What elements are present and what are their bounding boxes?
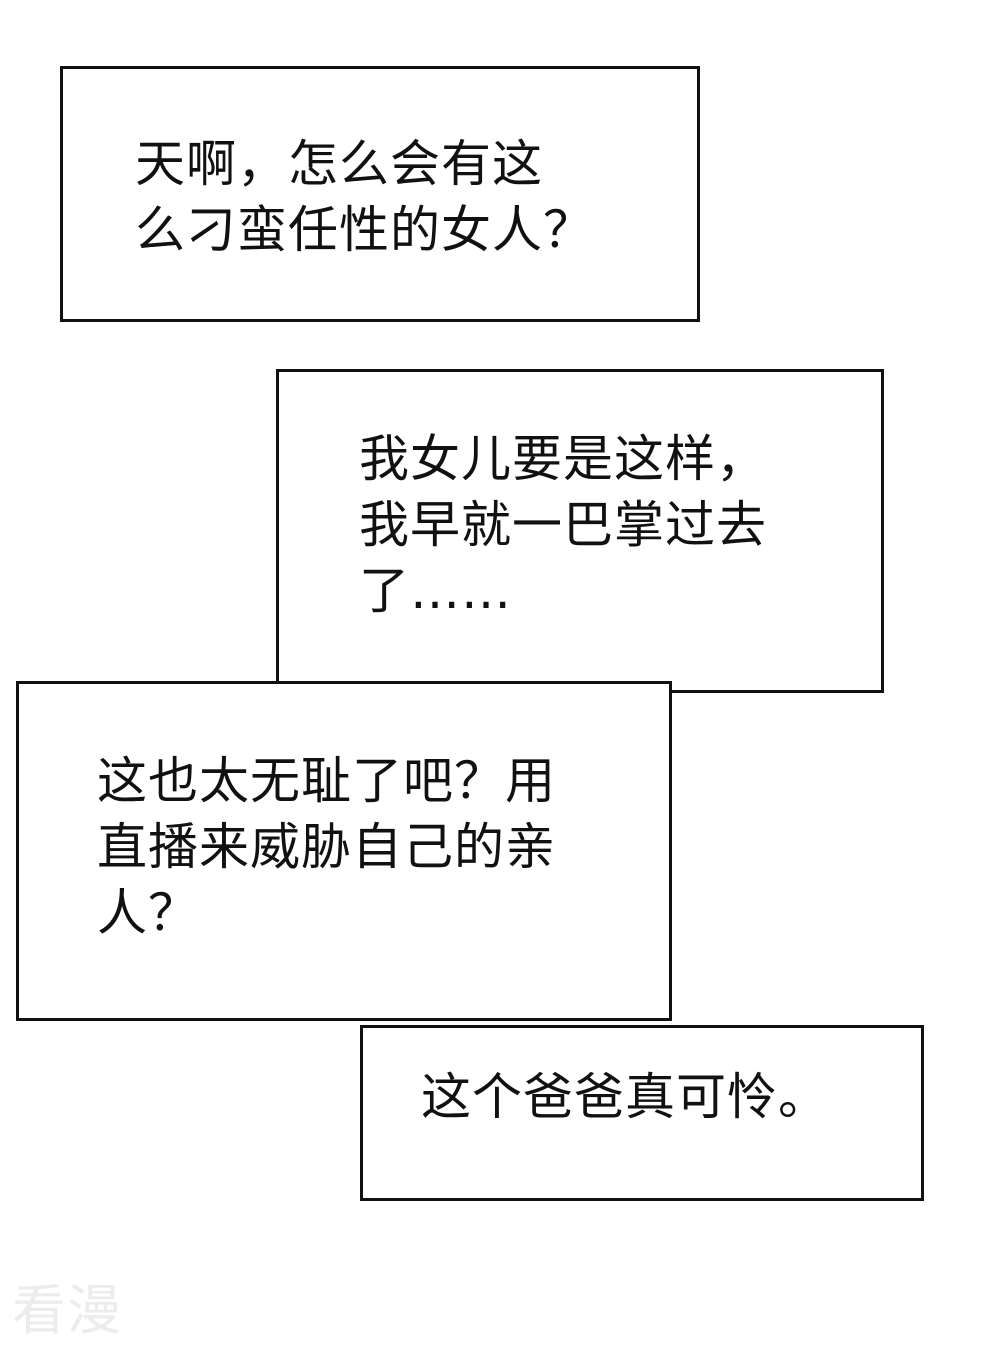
speech-line: 直播来威胁自己的亲 (97, 818, 556, 876)
speech-line: 这个爸爸真可怜。 (421, 1068, 829, 1126)
speech-line: 天啊，怎么会有这 (135, 135, 543, 193)
speech-box-1: 天啊，怎么会有这 么刁蛮任性的女人？ (60, 66, 700, 322)
speech-line: 我女儿要是这样， (359, 430, 767, 488)
watermark-text: 看漫 (12, 1279, 122, 1342)
speech-box-2: 我女儿要是这样， 我早就一巴掌过去 了…… (276, 369, 884, 693)
speech-line: 人？ (97, 884, 199, 942)
speech-box-3: 这也太无耻了吧？用 直播来威胁自己的亲 人？ (16, 681, 672, 1021)
speech-line: 这也太无耻了吧？用 (97, 752, 556, 810)
speech-line: 了…… (359, 562, 512, 620)
speech-line: 么刁蛮任性的女人？ (135, 201, 594, 259)
speech-box-4: 这个爸爸真可怜。 (360, 1025, 924, 1201)
speech-line: 我早就一巴掌过去 (359, 496, 767, 554)
